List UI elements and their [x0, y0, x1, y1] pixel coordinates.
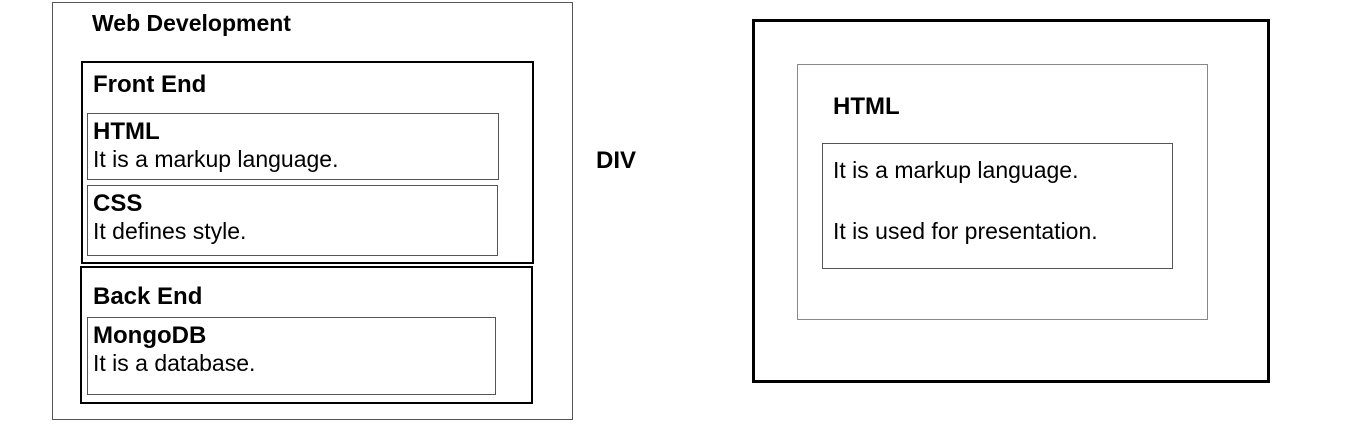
css-card-title: CSS	[93, 190, 143, 217]
back-end-container: Back End	[80, 266, 533, 404]
web-development-title: Web Development	[92, 10, 291, 36]
mongodb-card-text: It is a database.	[93, 350, 256, 377]
mongodb-card-title: MongoDB	[93, 322, 207, 349]
mongodb-card: MongoDB It is a database.	[87, 317, 496, 395]
div-label: DIV	[596, 147, 637, 174]
front-end-title: Front End	[93, 71, 207, 98]
right-paragraph-line-1: It is a markup language.	[833, 157, 1079, 183]
css-card-text: It defines style.	[93, 218, 247, 245]
html-card-title: HTML	[93, 118, 160, 145]
right-inner-box: HTML	[797, 64, 1208, 320]
back-end-title: Back End	[93, 283, 203, 310]
html-card: HTML It is a markup language.	[87, 113, 499, 180]
css-card: CSS It defines style.	[87, 185, 498, 256]
right-html-heading: HTML	[833, 93, 900, 120]
front-end-container: Front End	[81, 61, 534, 264]
web-development-container: Web Development	[52, 2, 573, 420]
right-outer-box	[752, 19, 1270, 383]
right-paragraph-line-2: It is used for presentation.	[833, 218, 1098, 244]
right-paragraph-box: It is a markup language. It is used for …	[822, 143, 1173, 269]
html-card-text: It is a markup language.	[93, 146, 339, 173]
